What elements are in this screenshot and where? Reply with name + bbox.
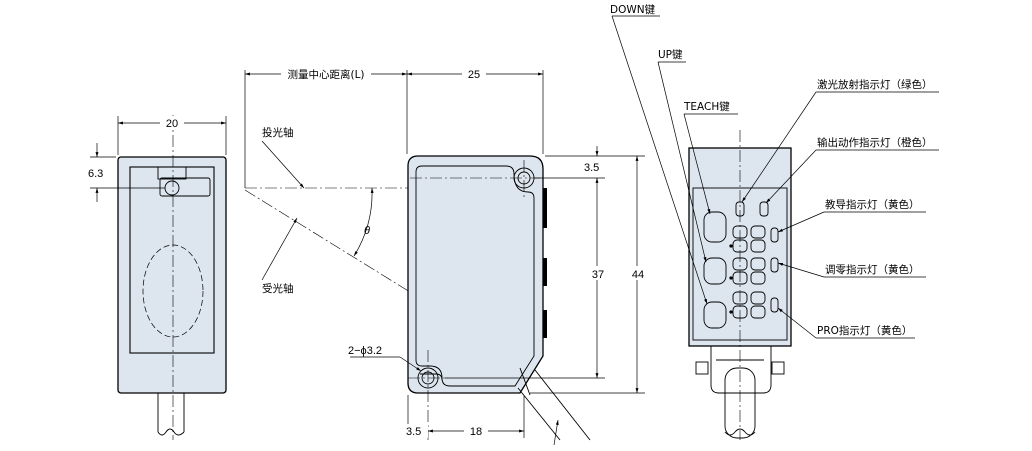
teach-led-label: 教导指示灯（黄色） [825, 198, 920, 211]
output-led-label: 输出动作指示灯（橙色） [817, 136, 933, 149]
front-cable-break [157, 428, 185, 436]
side-ridge-1 [543, 188, 547, 228]
callouts: DOWN键 UP键 TEACH键 激光放射指示灯（绿色） 输出动作指示灯（橙色）… [610, 3, 939, 339]
pro-led [770, 297, 779, 313]
receiver-axis-line [244, 189, 411, 293]
teach-key [703, 211, 727, 243]
angle-arc [353, 187, 374, 257]
up-key [703, 257, 727, 285]
side-body [407, 155, 544, 394]
measure-distance-label: 测量中心距离(L) [287, 68, 364, 81]
mount-offset-left-label: 3.5 [406, 426, 421, 438]
front-width-label: 20 [166, 118, 178, 130]
side-ridge-2 [543, 258, 547, 286]
teach-led [770, 227, 779, 243]
hole-pitch-vertical-label: 37 [592, 269, 604, 281]
front-lens-slot [159, 177, 211, 197]
angle-symbol: θ [364, 225, 370, 237]
seven-segment-display [732, 225, 766, 319]
front-view: 20 6.3 [88, 115, 227, 440]
laser-led [735, 201, 745, 217]
pro-led-label: PRO指示灯（黄色） [817, 324, 912, 337]
side-ridge-3 [543, 310, 547, 338]
teach-key-label: TEACH键 [683, 100, 730, 113]
optical-axes: θ 投光轴 受光轴 测量中心距离(L) [244, 66, 411, 295]
output-led [759, 201, 769, 217]
receiver-axis-label: 受光轴 [262, 282, 294, 295]
up-key-label: UP键 [658, 48, 683, 61]
front-window [129, 166, 215, 354]
down-key [703, 301, 727, 329]
window-offset-label: 6.3 [88, 168, 103, 180]
laser-led-label: 激光放射指示灯（绿色） [817, 78, 933, 91]
rear-view [688, 130, 792, 440]
zero-led-label: 调零指示灯（黄色） [825, 263, 920, 276]
side-width-label: 25 [468, 69, 480, 81]
body-height-label: 44 [632, 269, 644, 281]
hole-pitch-horizontal-label: 18 [470, 426, 482, 438]
mount-holes-label: 2−ϕ3.2 [348, 345, 382, 357]
rear-cable [724, 367, 756, 439]
down-key-label: DOWN键 [610, 3, 656, 16]
side-view: 25 3.5 37 44 2−ϕ3.2 3.5 18 [348, 66, 648, 446]
panel-frame [692, 187, 788, 341]
emitter-axis-label: 投光轴 [262, 126, 294, 139]
mount-offset-top-label: 3.5 [584, 162, 599, 174]
front-window-notch [157, 166, 187, 180]
rear-cable-base [710, 346, 772, 394]
